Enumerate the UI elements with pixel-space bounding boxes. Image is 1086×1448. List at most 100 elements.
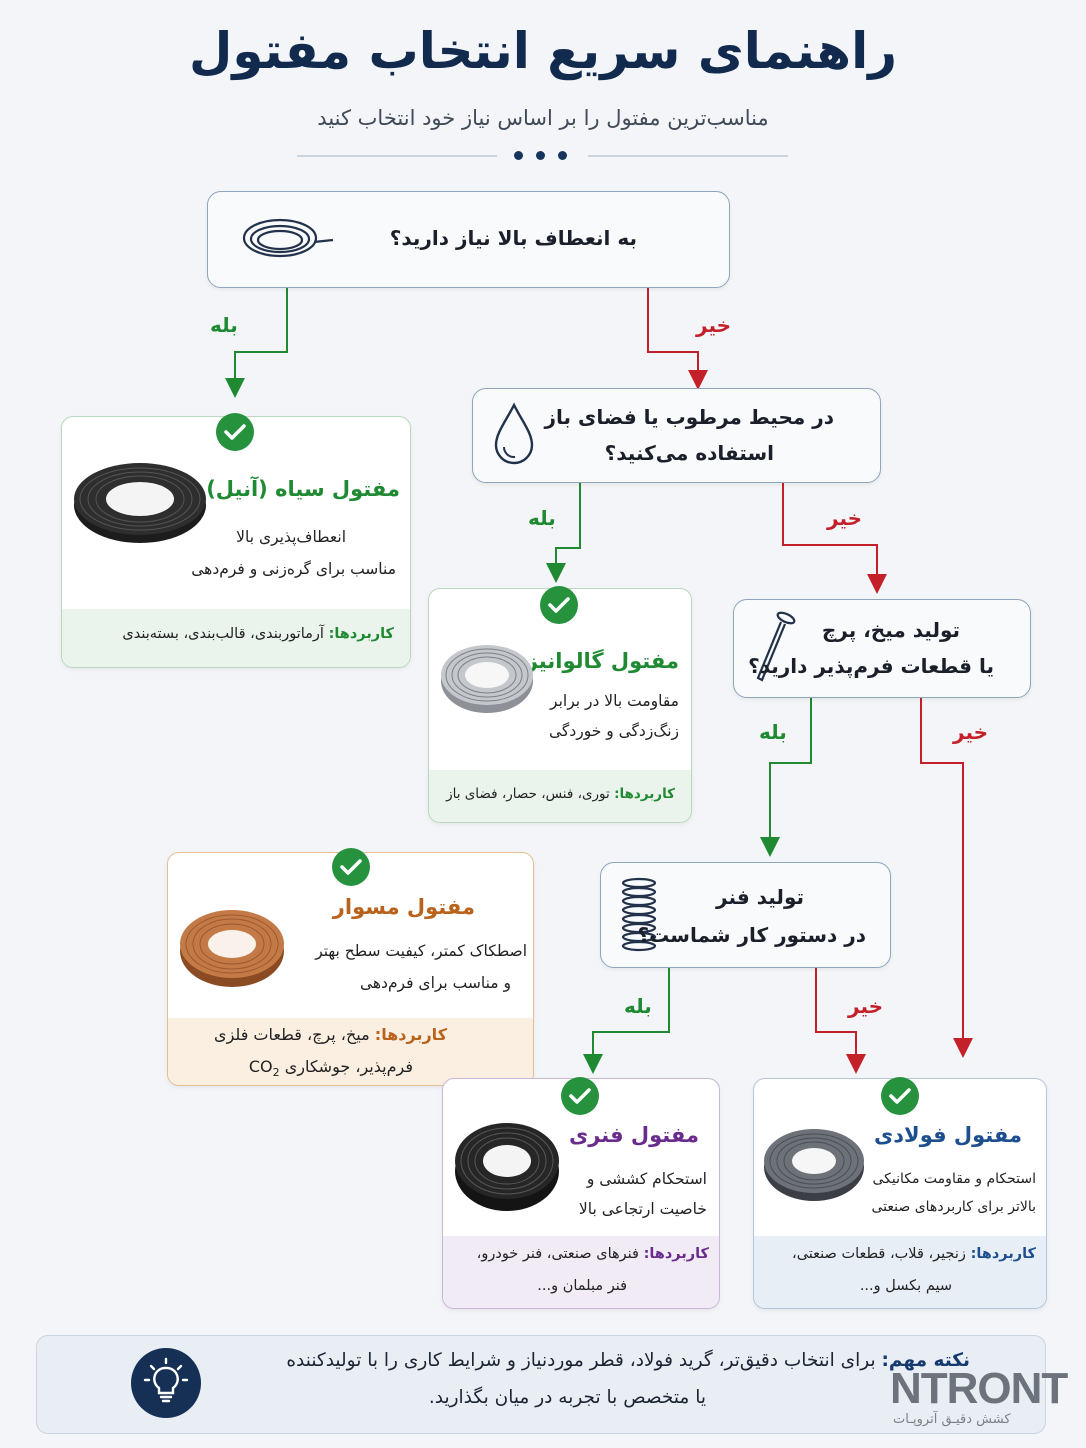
- question-text-line1: تولید میخ، پرچ: [821, 618, 960, 642]
- arrow-q3-no: [920, 697, 973, 1058]
- brand-logo: NTRONT: [890, 1364, 1068, 1413]
- note-text: برای انتخاب دقیق‌تر، گرید فولاد، قطر مور…: [286, 1350, 876, 1371]
- arrow-q4-yes: [583, 968, 670, 1074]
- uses-label: کاربردها:: [614, 786, 675, 802]
- page-title: راهنمای سریع انتخاب مفتول: [188, 22, 897, 80]
- question-nail-rivet: تولید میخ، پرچ یا قطعات فرم‌پذیر دارید؟: [733, 599, 1031, 698]
- note-label: نکته مهم:: [881, 1350, 971, 1371]
- uses-text: آرماتوربندی، قالب‌بندی، بسته‌بندی: [122, 626, 324, 642]
- card-desc-line1: انعطاف‌پذیری بالا: [236, 528, 346, 546]
- brand-tagline: کشش دقیـق آتروپـات: [893, 1412, 1011, 1427]
- copper-wire-coil-image: [180, 910, 284, 987]
- divider-dot: [558, 151, 567, 160]
- question-text: به انعطاف بالا نیاز دارید؟: [389, 226, 637, 250]
- card-footer: [443, 1236, 719, 1308]
- uses-text: زنجیر، قلاب، قطعات صنعتی،: [792, 1246, 966, 1262]
- divider-line: [297, 155, 497, 157]
- card-desc-line1: اصطکاک کمتر، کیفیت سطح بهتر: [315, 942, 527, 960]
- arrow-q1-yes: [225, 288, 288, 398]
- card-uses-line1: کاربردها: فنرهای صنعتی، فنر خودرو،: [477, 1239, 709, 1270]
- label-no: خیر: [848, 994, 884, 1018]
- card-desc-line2: زنگ‌زدگی و خوردگی: [549, 722, 679, 740]
- uses-label: کاربردها:: [374, 1025, 447, 1044]
- label-no: خیر: [953, 720, 989, 744]
- card-title: مفتول سیاه (آنیل): [206, 477, 400, 501]
- question-spring: تولید فنر در دستور کار شماست؟: [600, 862, 891, 968]
- lightbulb-icon: [131, 1348, 201, 1418]
- label-yes: بله: [759, 720, 787, 744]
- question-humid-environment: در محیط مرطوب یا فضای باز استفاده می‌کنی…: [472, 388, 881, 483]
- question-text-line1: در محیط مرطوب یا فضای باز: [544, 405, 834, 429]
- card-desc-line1: استحکام و مقاومت مکانیکی: [872, 1171, 1036, 1187]
- uses-text: توری، فنس، حصار، فضای باز: [446, 786, 610, 802]
- card-uses: کاربردها: آرماتوربندی، قالب‌بندی، بسته‌ب…: [122, 619, 394, 650]
- divider-line: [588, 155, 788, 157]
- label-yes: بله: [528, 506, 556, 530]
- wire-coil-icon: [242, 218, 334, 258]
- card-galvanized-wire: کاربردها: توری، فنس، حصار، فضای باز مفتو…: [428, 588, 692, 823]
- steel-wire-coil-image: [764, 1129, 864, 1201]
- card-title: مفتول فولادی: [874, 1123, 1022, 1147]
- card-footer: [168, 1018, 533, 1085]
- card-title: مفتول مسوار: [332, 895, 475, 919]
- note-text-line1: نکته مهم: برای انتخاب دقیق‌تر، گرید فولا…: [286, 1350, 970, 1371]
- card-desc-line1: استحکام کششی و: [586, 1170, 707, 1188]
- label-no: خیر: [827, 506, 863, 530]
- card-annealed-wire: کاربردها: آرماتوربندی، قالب‌بندی، بسته‌ب…: [61, 416, 411, 668]
- check-icon: [540, 586, 578, 624]
- check-icon: [216, 413, 254, 451]
- card-uses-line2: سیم بکسل و...: [859, 1278, 952, 1294]
- card-uses-line1: کاربردها: زنجیر، قلاب، قطعات صنعتی،: [792, 1239, 1036, 1270]
- card-uses-line2: فرم‌پذیر، جوشکاری CO2: [248, 1051, 413, 1085]
- black-wire-coil-image: [74, 463, 206, 543]
- card-footer: [62, 609, 410, 667]
- check-icon: [561, 1077, 599, 1115]
- label-no: خیر: [696, 313, 732, 337]
- uses-text: فرم‌پذیر، جوشکاری: [284, 1057, 413, 1076]
- arrow-q2-no: [782, 482, 887, 594]
- card-title: مفتول فنری: [568, 1123, 699, 1147]
- arrow-q3-yes: [760, 697, 812, 857]
- spring-wire-coil-image: [455, 1123, 559, 1211]
- card-copper-wire: کاربردها: میخ، پرچ، قطعات فلزی فرم‌پذیر،…: [167, 852, 534, 1086]
- arrow-q4-no: [815, 968, 866, 1074]
- check-icon: [881, 1077, 919, 1115]
- card-desc-line1: مقاومت بالا در برابر: [550, 692, 679, 710]
- important-note-box: [36, 1335, 1046, 1434]
- label-yes: بله: [210, 313, 238, 337]
- card-desc-line2: خاصیت ارتجاعی بالا: [578, 1200, 707, 1218]
- card-title: مفتول گالوانیزه: [513, 649, 679, 673]
- divider-dot: [536, 151, 545, 160]
- arrow-q2-yes: [546, 482, 581, 583]
- water-drop-icon: [494, 402, 534, 465]
- card-footer: [754, 1236, 1046, 1308]
- card-uses-line1: کاربردها: میخ، پرچ، قطعات فلزی: [214, 1019, 447, 1050]
- card-spring-wire: کاربردها: فنرهای صنعتی، فنر خودرو، فنر م…: [442, 1078, 720, 1309]
- page-subtitle: مناسب‌ترین مفتول را بر اساس نیاز خود انت…: [317, 106, 769, 130]
- uses-label: کاربردها:: [643, 1246, 709, 1262]
- uses-text: میخ، پرچ، قطعات فلزی: [214, 1025, 370, 1044]
- card-uses: کاربردها: توری، فنس، حصار، فضای باز: [446, 779, 675, 810]
- uses-text: فنرهای صنعتی، فنر خودرو،: [476, 1246, 639, 1262]
- question-text-line2: در دستور کار شماست؟: [637, 923, 867, 947]
- question-text-line1: تولید فنر: [716, 885, 804, 909]
- check-icon: [332, 848, 370, 886]
- card-desc-line2: مناسب برای گره‌زنی و فرم‌دهی: [191, 560, 396, 578]
- uses-label: کاربردها:: [970, 1246, 1036, 1262]
- spring-icon: [621, 877, 657, 952]
- label-yes: بله: [624, 994, 652, 1018]
- card-desc-line2: بالاتر برای کاربردهای صنعتی: [871, 1199, 1037, 1215]
- question-flexibility: به انعطاف بالا نیاز دارید؟: [207, 191, 730, 288]
- arrow-q1-no: [647, 288, 708, 390]
- co2-label: CO2: [248, 1057, 280, 1080]
- uses-label: کاربردها:: [328, 626, 394, 642]
- nail-icon: [756, 611, 796, 682]
- divider-dot: [514, 151, 523, 160]
- card-footer: [429, 770, 691, 822]
- card-steel-wire: کاربردها: زنجیر، قلاب، قطعات صنعتی، سیم …: [753, 1078, 1047, 1309]
- card-uses-line2: فنر مبلمان و...: [537, 1278, 627, 1294]
- card-desc-line2: و مناسب برای فرم‌دهی: [359, 974, 511, 992]
- note-text-line2: یا متخصص با تجربه در میان بگذارید.: [428, 1387, 706, 1408]
- galvanized-wire-coil-image: [441, 645, 533, 713]
